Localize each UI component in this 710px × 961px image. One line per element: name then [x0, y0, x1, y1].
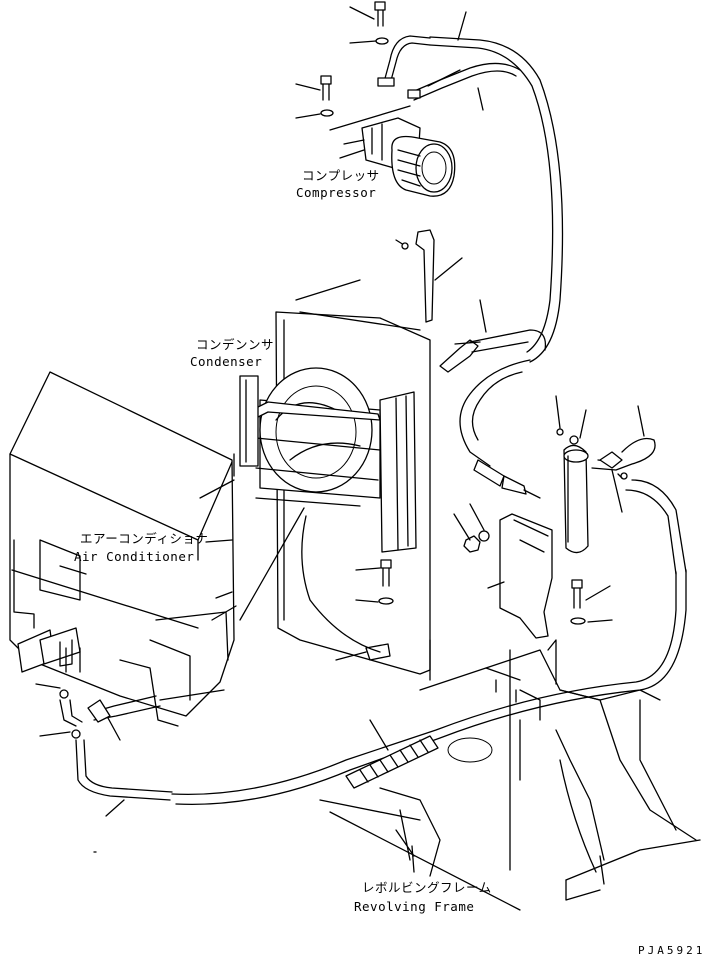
washer — [478, 530, 490, 542]
nut — [463, 535, 481, 553]
compressor-assembly — [295, 1, 564, 363]
bolt — [571, 579, 583, 609]
condenser-label-jp: コンデンンサ — [196, 337, 274, 352]
condenser-label: コンデンンサ Condenser — [190, 337, 274, 369]
revolving-frame-label-en: Revolving Frame — [354, 899, 474, 914]
revolving-frame — [319, 639, 701, 911]
condenser-label-en: Condenser — [190, 354, 262, 369]
revolving-frame-label: レボルビングフレーム Revolving Frame — [354, 880, 492, 914]
bolt — [320, 75, 332, 101]
bolt — [380, 559, 392, 587]
receiver-drier-assembly — [453, 359, 687, 639]
compressor-label-jp: コンプレッサ — [302, 168, 380, 183]
washer — [378, 597, 394, 605]
revolving-frame-label-jp: レボルビングフレーム — [362, 880, 492, 895]
condenser-assembly — [233, 229, 547, 675]
washer — [320, 109, 334, 117]
air-conditioner-label: エアーコンディショナ Air Conditioner — [74, 531, 208, 564]
air-conditioner-unit — [9, 371, 237, 853]
washer — [375, 37, 389, 45]
air-conditioner-label-jp: エアーコンディショナ — [80, 531, 208, 546]
main-hose — [171, 507, 687, 806]
air-conditioner-label-en: Air Conditioner — [74, 549, 194, 564]
bolt — [374, 1, 386, 27]
compressor-label: コンプレッサ Compressor — [296, 168, 380, 200]
compressor-label-en: Compressor — [296, 185, 376, 200]
figure-code: PJA5921 — [638, 944, 705, 957]
washer — [570, 617, 586, 625]
